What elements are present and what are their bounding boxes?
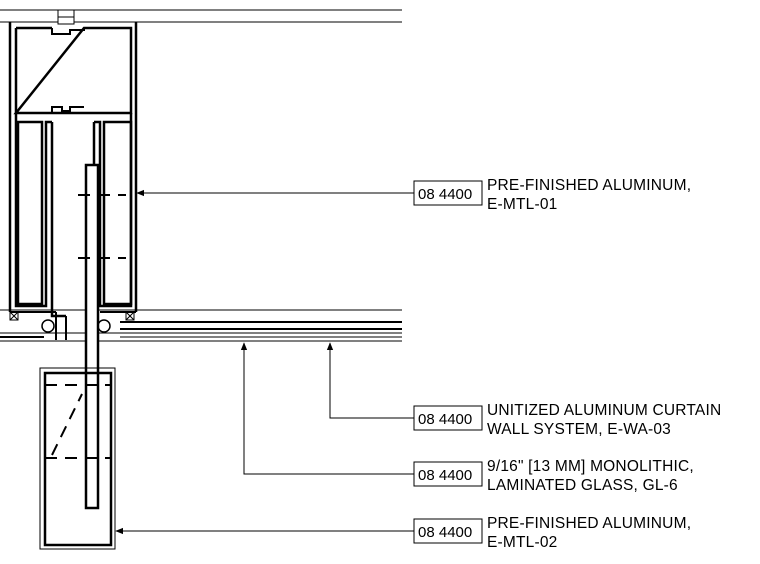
spec-tag-box <box>413 405 483 431</box>
callout-2: 08 4400 UNITIZED ALUMINUM CURTAIN WALL S… <box>413 402 721 438</box>
spec-tag-box <box>413 461 483 487</box>
callout-1: 08 4400 PRE-FINISHED ALUMINUM, E-MTL-01 <box>413 177 691 213</box>
leader-lines <box>115 189 414 535</box>
spec-tag-box <box>413 180 483 206</box>
setting-circles <box>41 319 111 333</box>
dashed-lines-lower <box>45 384 111 459</box>
gasket-blocks <box>9 311 135 321</box>
leader-line-2 <box>326 342 414 419</box>
leader-line-3 <box>240 342 414 475</box>
slab-lines <box>0 309 402 342</box>
glass-channel <box>55 312 67 340</box>
top-clip <box>57 9 75 25</box>
spec-tag: 08 4400 <box>418 467 472 484</box>
spec-tag: 08 4400 <box>418 411 472 428</box>
callout-3: 08 4400 9/16" [13 MM] MONOLITHIC, LAMINA… <box>413 458 694 494</box>
spec-tag-box <box>413 518 483 544</box>
note-line-2: E-MTL-02 <box>487 534 558 551</box>
note-line-2: WALL SYSTEM, E-WA-03 <box>487 421 671 438</box>
note-line-1: PRE-FINISHED ALUMINUM, <box>487 177 691 194</box>
note-line-1: PRE-FINISHED ALUMINUM, <box>487 515 691 532</box>
mullion-frame <box>8 22 138 318</box>
spec-tag: 08 4400 <box>418 524 472 541</box>
note-line-2: LAMINATED GLASS, GL-6 <box>487 477 678 494</box>
spec-tag: 08 4400 <box>418 186 472 203</box>
glass-lite <box>84 163 100 510</box>
note-line-1: UNITIZED ALUMINUM CURTAIN <box>487 402 721 419</box>
callout-4: 08 4400 PRE-FINISHED ALUMINUM, E-MTL-02 <box>413 515 691 551</box>
note-line-2: E-MTL-01 <box>487 196 558 213</box>
dashed-lines-upper <box>78 194 126 259</box>
note-line-1: 9/16" [13 MM] MONOLITHIC, <box>487 458 694 475</box>
